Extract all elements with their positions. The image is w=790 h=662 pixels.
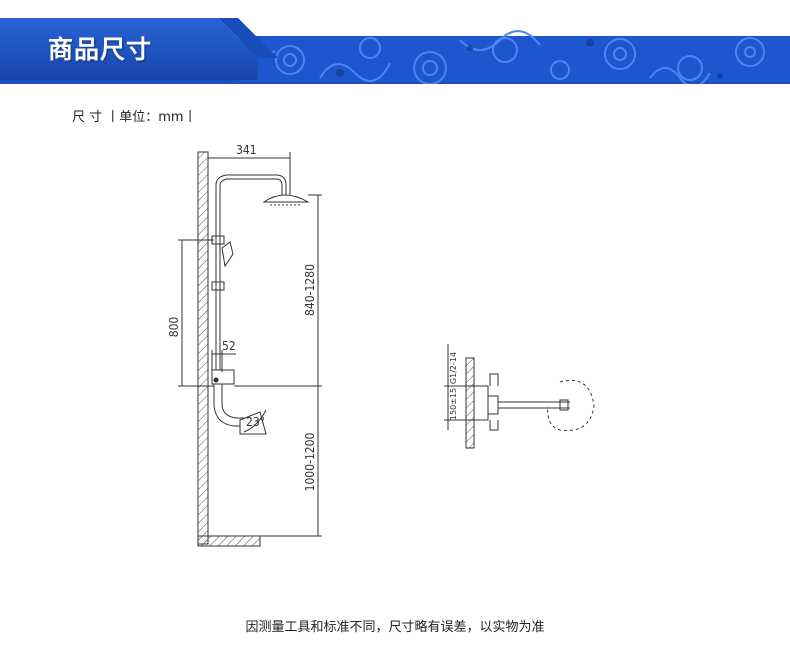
- dim-floor-height: 1000-1200: [303, 432, 317, 491]
- dim-angle: 23°: [246, 415, 265, 429]
- unit-label: 尺 寸 丨单位：mm丨: [72, 110, 197, 125]
- dim-head-height: 840-1280: [303, 264, 317, 316]
- disclaimer-note: 因测量工具和标准不同，尺寸略有误差，以实物为准: [245, 620, 545, 635]
- floral-pattern: [249, 30, 765, 84]
- dim-offset: 150±15: [449, 388, 458, 420]
- side-view: [444, 344, 595, 449]
- page-title: 商品尺寸: [48, 35, 153, 64]
- dim-slide-bar: 800: [167, 317, 181, 338]
- front-view: [178, 151, 322, 547]
- dim-arm-length: 341: [236, 143, 257, 157]
- wall-hatch: [197, 151, 209, 545]
- side-wall-hatch: [465, 357, 475, 449]
- section-header-banner: [0, 18, 790, 84]
- banner-graphic: [0, 18, 790, 84]
- dim-thread: G1/2-14: [449, 352, 458, 384]
- floor-hatch: [197, 535, 261, 547]
- dim-spacing: 52: [222, 339, 236, 353]
- dimension-drawing: 341 800 840-1280 52 23° 1000-1200 G1/2-1…: [167, 143, 595, 547]
